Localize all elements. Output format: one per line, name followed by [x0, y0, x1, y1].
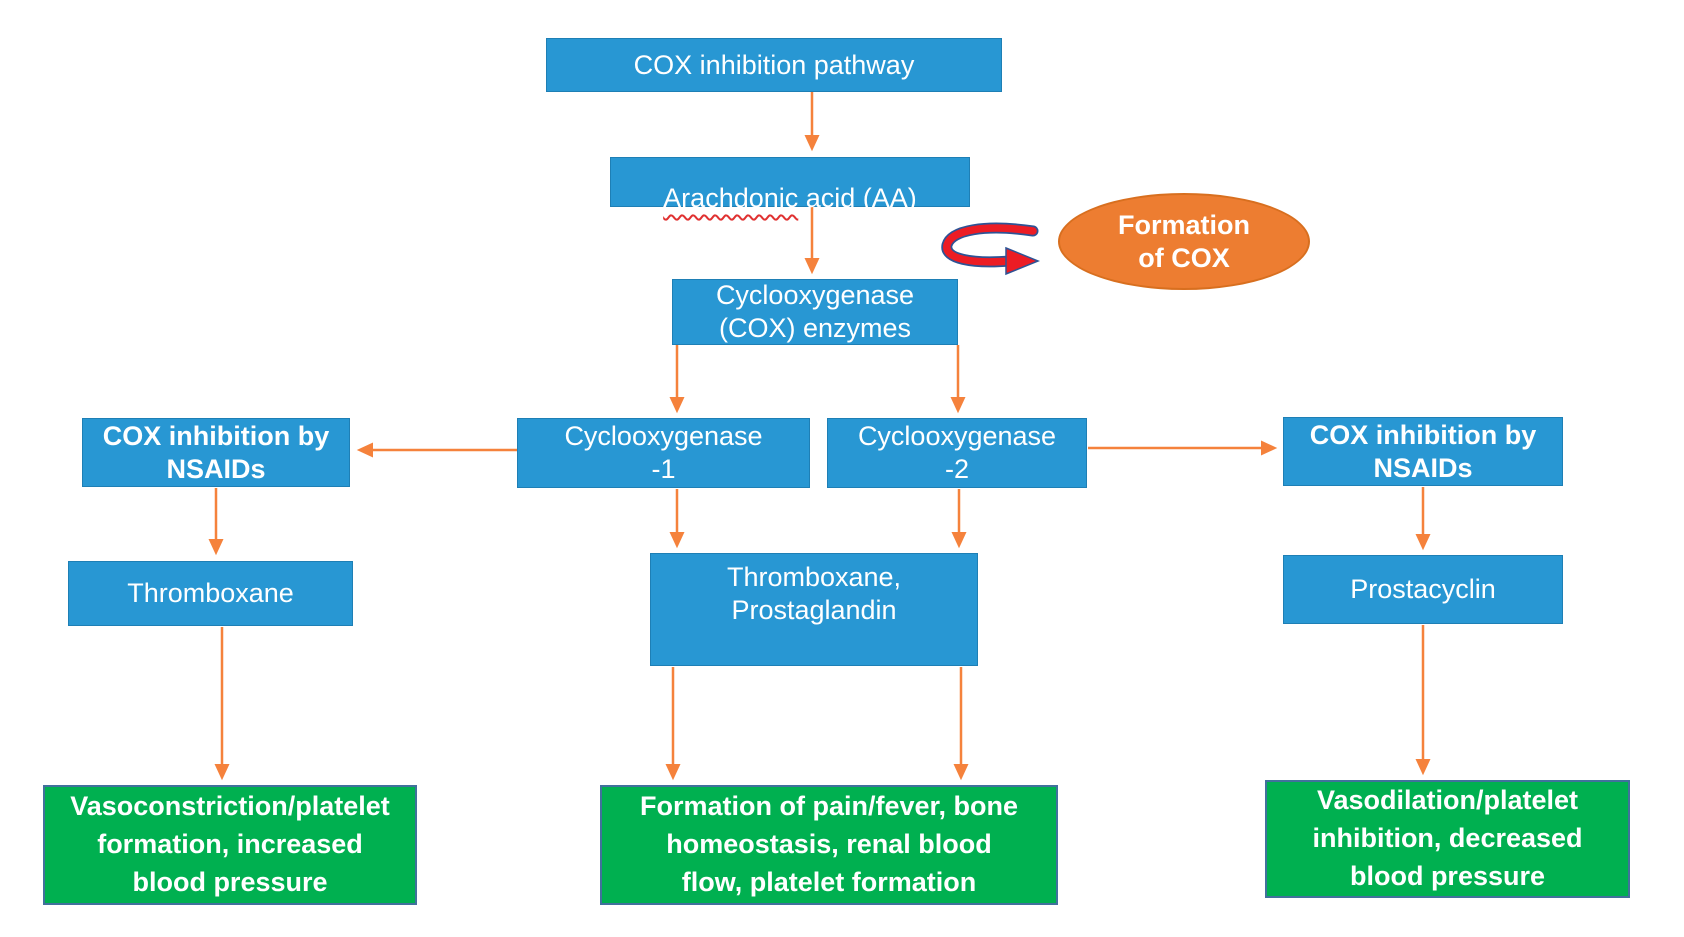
node-prostacyclin: Prostacyclin [1283, 555, 1563, 624]
label-rest: acid (AA) [798, 183, 917, 213]
node-label: Arachdonic acid (AA) [663, 149, 917, 215]
curved-return-arrow-icon [941, 222, 1040, 276]
node-label: Vasoconstriction/platelet formation, inc… [70, 791, 390, 897]
node-label: Formation of COX [1118, 209, 1250, 273]
node-label: Cyclooxygenase (COX) enzymes [715, 280, 915, 343]
node-cox-enzymes: Cyclooxygenase (COX) enzymes [672, 279, 958, 345]
node-thromboxane-prostaglandin: Thromboxane, Prostaglandin [650, 553, 978, 666]
misspelled-word: Arachdonic [663, 183, 799, 213]
node-cox-inhibition-nsaids-left: COX inhibition by NSAIDs [82, 418, 350, 487]
node-label: Cyclooxygenase -2 [857, 421, 1057, 484]
node-formation-of-cox: Formation of COX [1058, 193, 1310, 290]
node-label: Cyclooxygenase -1 [564, 421, 763, 484]
node-cox-inhibition-pathway: COX inhibition pathway [546, 38, 1002, 92]
node-label: COX inhibition by NSAIDs [102, 420, 330, 484]
node-outcome-middle: Formation of pain/fever, bone homeostasi… [600, 785, 1058, 905]
node-cox-inhibition-nsaids-right: COX inhibition by NSAIDs [1283, 417, 1563, 486]
node-label: Thromboxane, Prostaglandin [726, 562, 902, 625]
node-label: Prostacyclin [1350, 574, 1496, 605]
node-outcome-left: Vasoconstriction/platelet formation, inc… [43, 785, 417, 905]
node-cyclooxygenase-2: Cyclooxygenase -2 [827, 418, 1087, 488]
node-label: COX inhibition by NSAIDs [1309, 419, 1537, 483]
node-thromboxane: Thromboxane [68, 561, 353, 626]
node-outcome-right: Vasodilation/platelet inhibition, decrea… [1265, 780, 1630, 898]
node-label: COX inhibition pathway [633, 49, 915, 80]
node-label: Formation of pain/fever, bone homeostasi… [639, 791, 1019, 897]
node-arachidonic-acid: Arachdonic acid (AA) [610, 157, 970, 213]
node-label: Vasodilation/platelet inhibition, decrea… [1312, 785, 1583, 891]
node-label: Thromboxane [127, 578, 294, 609]
node-cyclooxygenase-1: Cyclooxygenase -1 [517, 418, 810, 488]
